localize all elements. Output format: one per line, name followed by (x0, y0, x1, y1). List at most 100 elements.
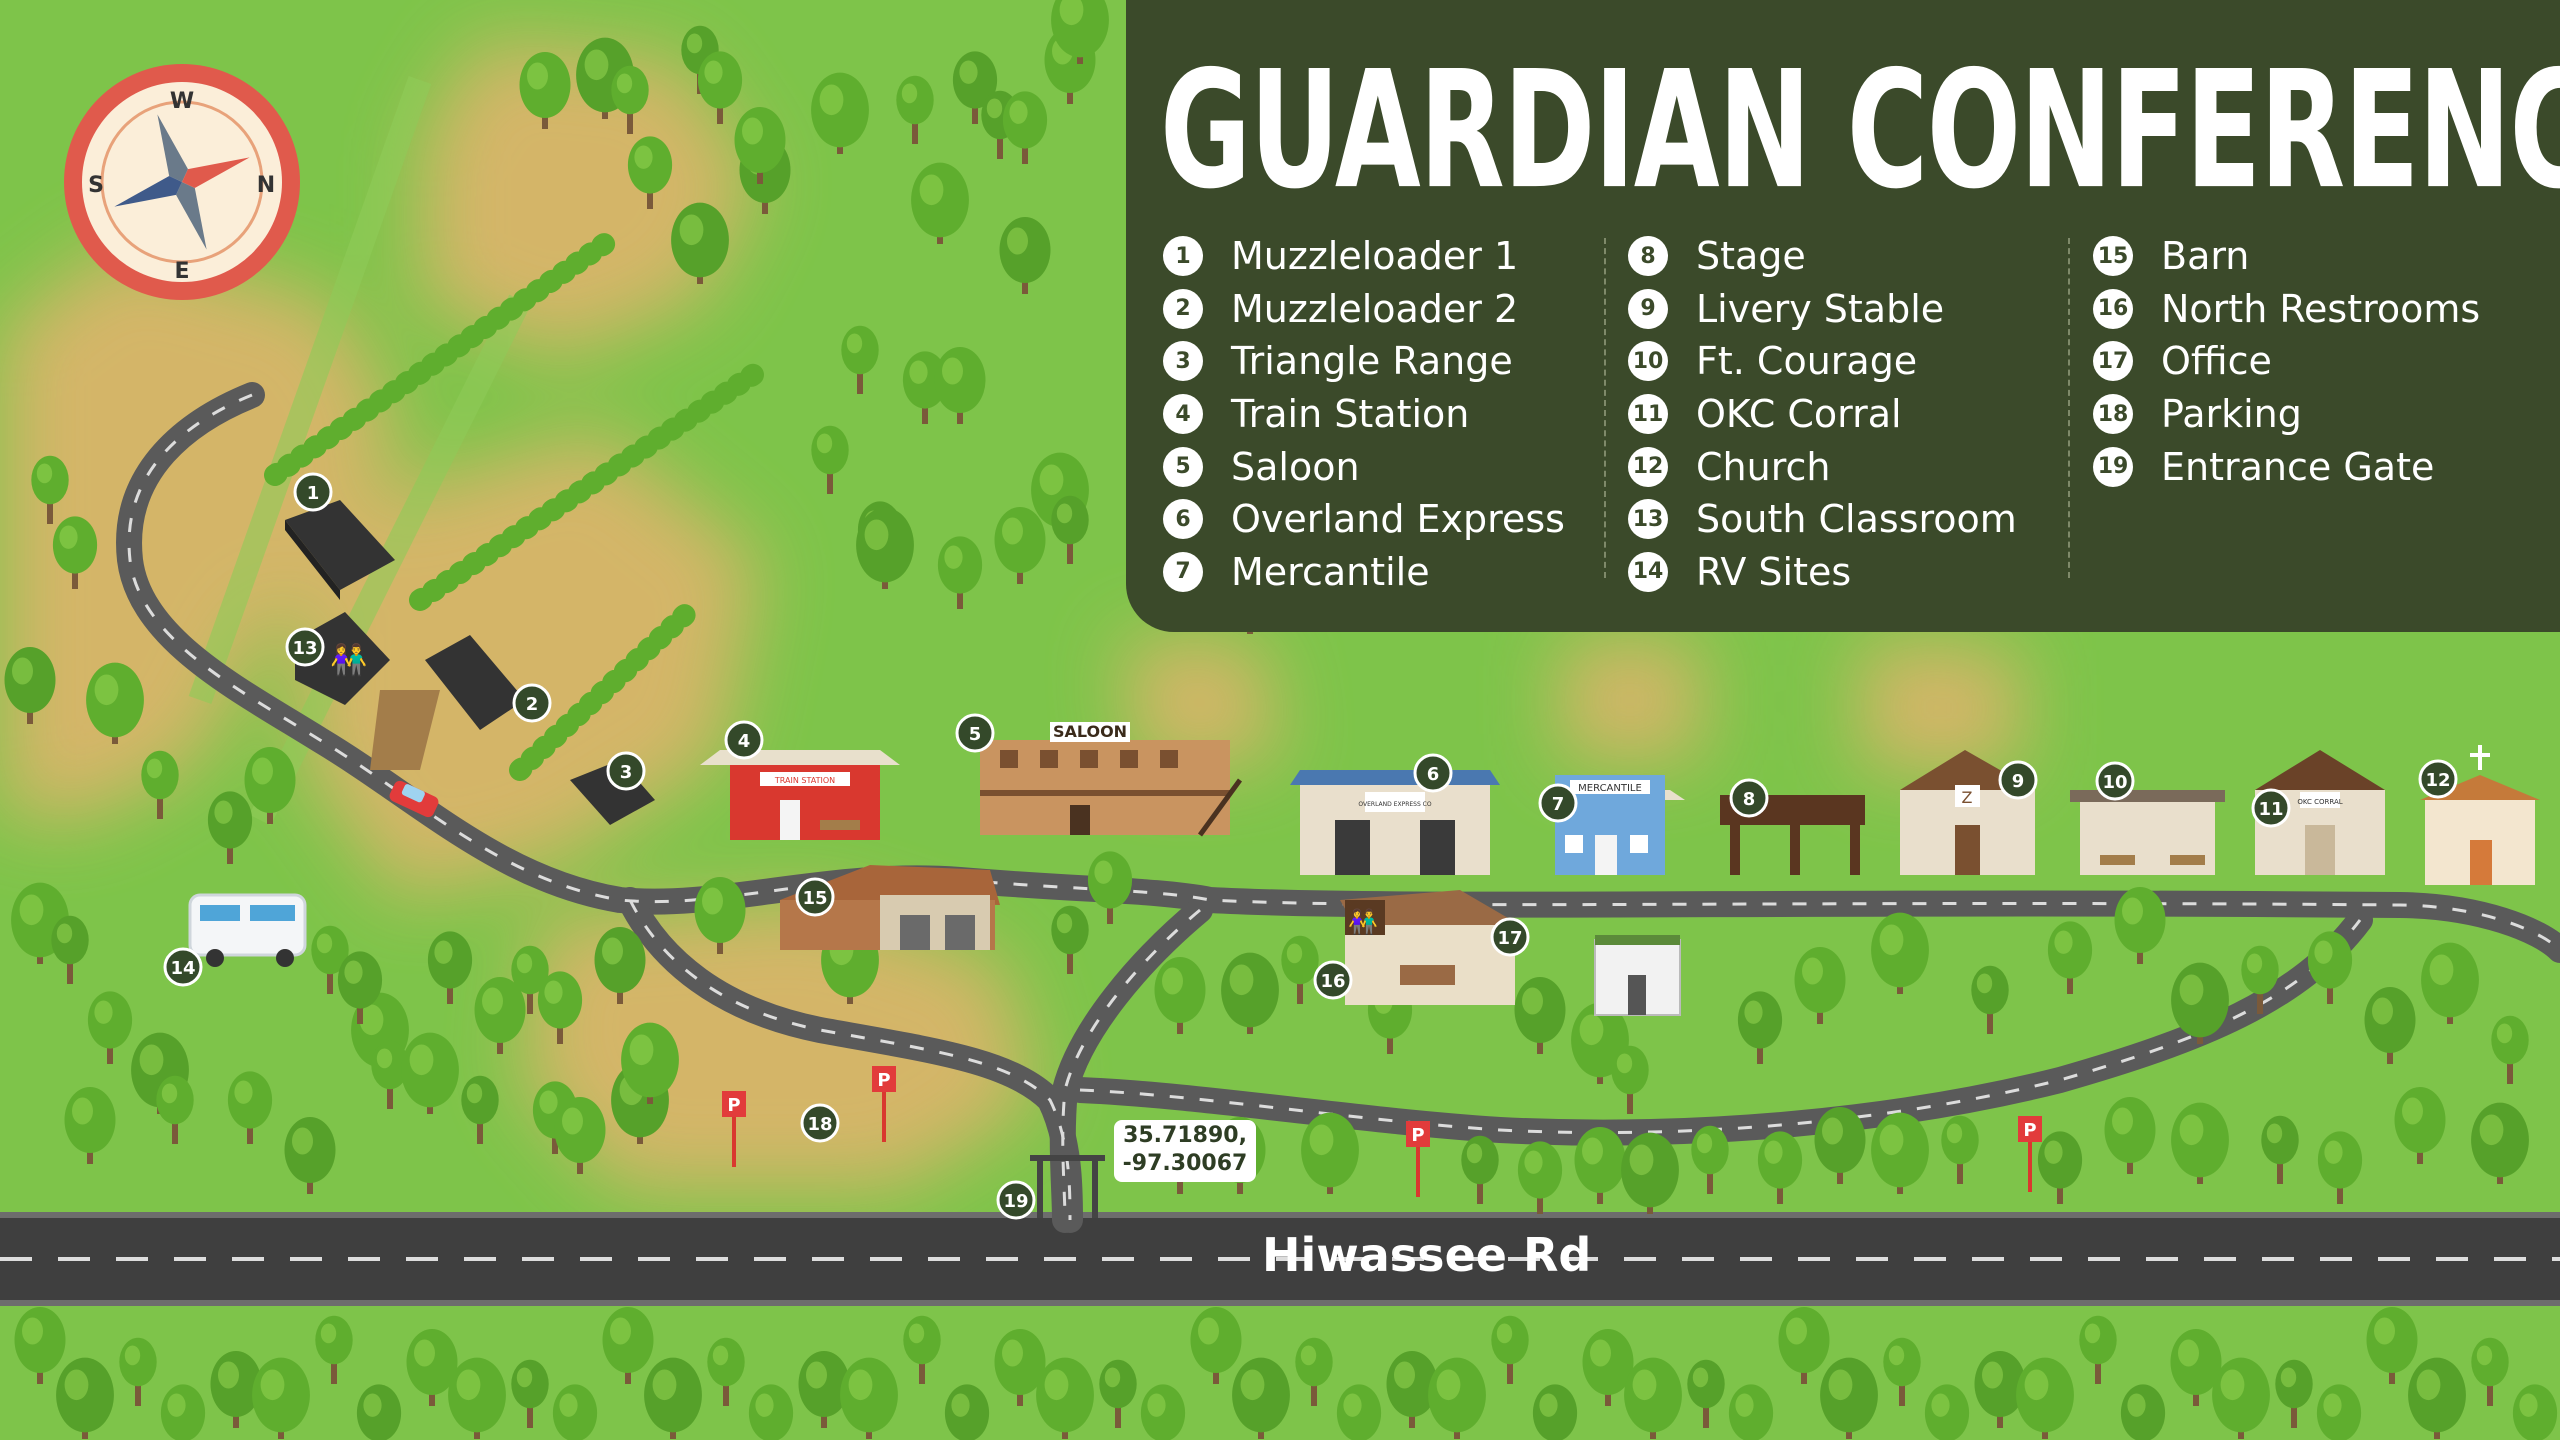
tree (611, 65, 649, 134)
tree (1974, 1351, 2026, 1428)
location-marker-16[interactable]: 16 (1313, 960, 1353, 1000)
marker-number: 7 (1552, 794, 1565, 815)
tree (4, 647, 56, 724)
legend-label: Parking (2161, 392, 2302, 437)
tree (1757, 1131, 1803, 1204)
legend-number: 11 (1628, 394, 1668, 435)
road-name-label: Hiwassee Rd (1262, 1228, 1592, 1282)
ft-courage-building (2070, 790, 2225, 875)
tree (694, 877, 746, 954)
tree (934, 347, 986, 424)
tree (1051, 0, 1109, 64)
saloon-sign: SALOON (1053, 722, 1127, 741)
location-marker-6[interactable]: 6 (1413, 753, 1453, 793)
location-marker-7[interactable]: 7 (1538, 783, 1578, 823)
legend-number: 7 (1163, 551, 1203, 592)
legend-label: RV Sites (1696, 549, 1852, 594)
tree (51, 915, 89, 984)
tree (1428, 1357, 1486, 1439)
legend-label: Muzzleloader 1 (1231, 234, 1519, 279)
location-marker-2[interactable]: 2 (512, 683, 552, 723)
tree (811, 72, 869, 154)
location-marker-3[interactable]: 3 (606, 751, 646, 791)
tree (2317, 1131, 2363, 1204)
location-marker-15[interactable]: 15 (795, 877, 835, 917)
legend-label: Ft. Courage (1696, 339, 1918, 384)
tree (2079, 1315, 2117, 1384)
tree (52, 516, 98, 589)
parking-sign-letter: P (727, 1095, 740, 1116)
tree (1737, 991, 1783, 1064)
tree (119, 1337, 157, 1406)
location-marker-13[interactable]: 13 (285, 627, 325, 667)
compass: W E S N (64, 64, 300, 300)
tree (644, 1357, 702, 1439)
location-marker-12[interactable]: 12 (2418, 759, 2458, 799)
tree (207, 791, 253, 864)
tree (461, 1075, 499, 1144)
train-station-sign: TRAIN STATION (774, 776, 835, 785)
tree (2512, 1384, 2558, 1440)
parking-sign: P (1406, 1121, 1430, 1197)
tree (1386, 1351, 1438, 1428)
livery-sign: Z (1962, 788, 1973, 807)
location-marker-9[interactable]: 9 (1998, 760, 2038, 800)
legend-number: 8 (1628, 236, 1668, 277)
tree (1883, 1337, 1921, 1406)
tree (2241, 945, 2279, 1014)
location-marker-11[interactable]: 11 (2251, 788, 2291, 828)
tree (1871, 912, 1929, 994)
tree (937, 536, 983, 609)
legend-label: Livery Stable (1696, 286, 1945, 331)
tree (537, 971, 583, 1044)
marker-number: 2 (526, 694, 539, 715)
location-marker-1[interactable]: 1 (293, 472, 333, 512)
tree (1871, 1112, 1929, 1194)
tree (31, 455, 69, 524)
tree (2408, 1357, 2466, 1439)
legend-number: 2 (1163, 288, 1203, 329)
gps-coordinates: 35.71890, -97.30067 (1114, 1120, 1256, 1182)
location-marker-5[interactable]: 5 (955, 713, 995, 753)
location-marker-17[interactable]: 17 (1490, 917, 1530, 957)
tree (2120, 1384, 2166, 1440)
tree (1532, 1384, 1578, 1440)
location-marker-10[interactable]: 10 (2095, 761, 2135, 801)
tree (2471, 1337, 2509, 1406)
mercantile-sign: MERCANTILE (1578, 783, 1642, 794)
location-marker-14[interactable]: 14 (163, 947, 203, 987)
entrance-gate (1030, 1155, 1105, 1218)
marker-number: 5 (969, 724, 982, 745)
tree (1941, 1115, 1979, 1184)
parking-sign: P (872, 1066, 896, 1142)
tree (284, 1117, 336, 1194)
tree (337, 951, 383, 1024)
tree (2047, 921, 2093, 994)
location-marker-19[interactable]: 19 (996, 1180, 1036, 1220)
tree (1051, 905, 1089, 974)
location-marker-18[interactable]: 18 (800, 1103, 840, 1143)
tree (141, 750, 179, 819)
tree (903, 1315, 941, 1384)
marker-number: 12 (2425, 770, 2450, 791)
marker-number: 3 (620, 762, 633, 783)
okc-corral-sign: OKC CORRAL (2297, 798, 2342, 806)
tree (210, 1351, 262, 1428)
location-marker-8[interactable]: 8 (1729, 778, 1769, 818)
location-marker-4[interactable]: 4 (724, 720, 764, 760)
parking-sign: P (722, 1091, 746, 1167)
tree (474, 977, 526, 1054)
tree (1517, 1141, 1563, 1214)
